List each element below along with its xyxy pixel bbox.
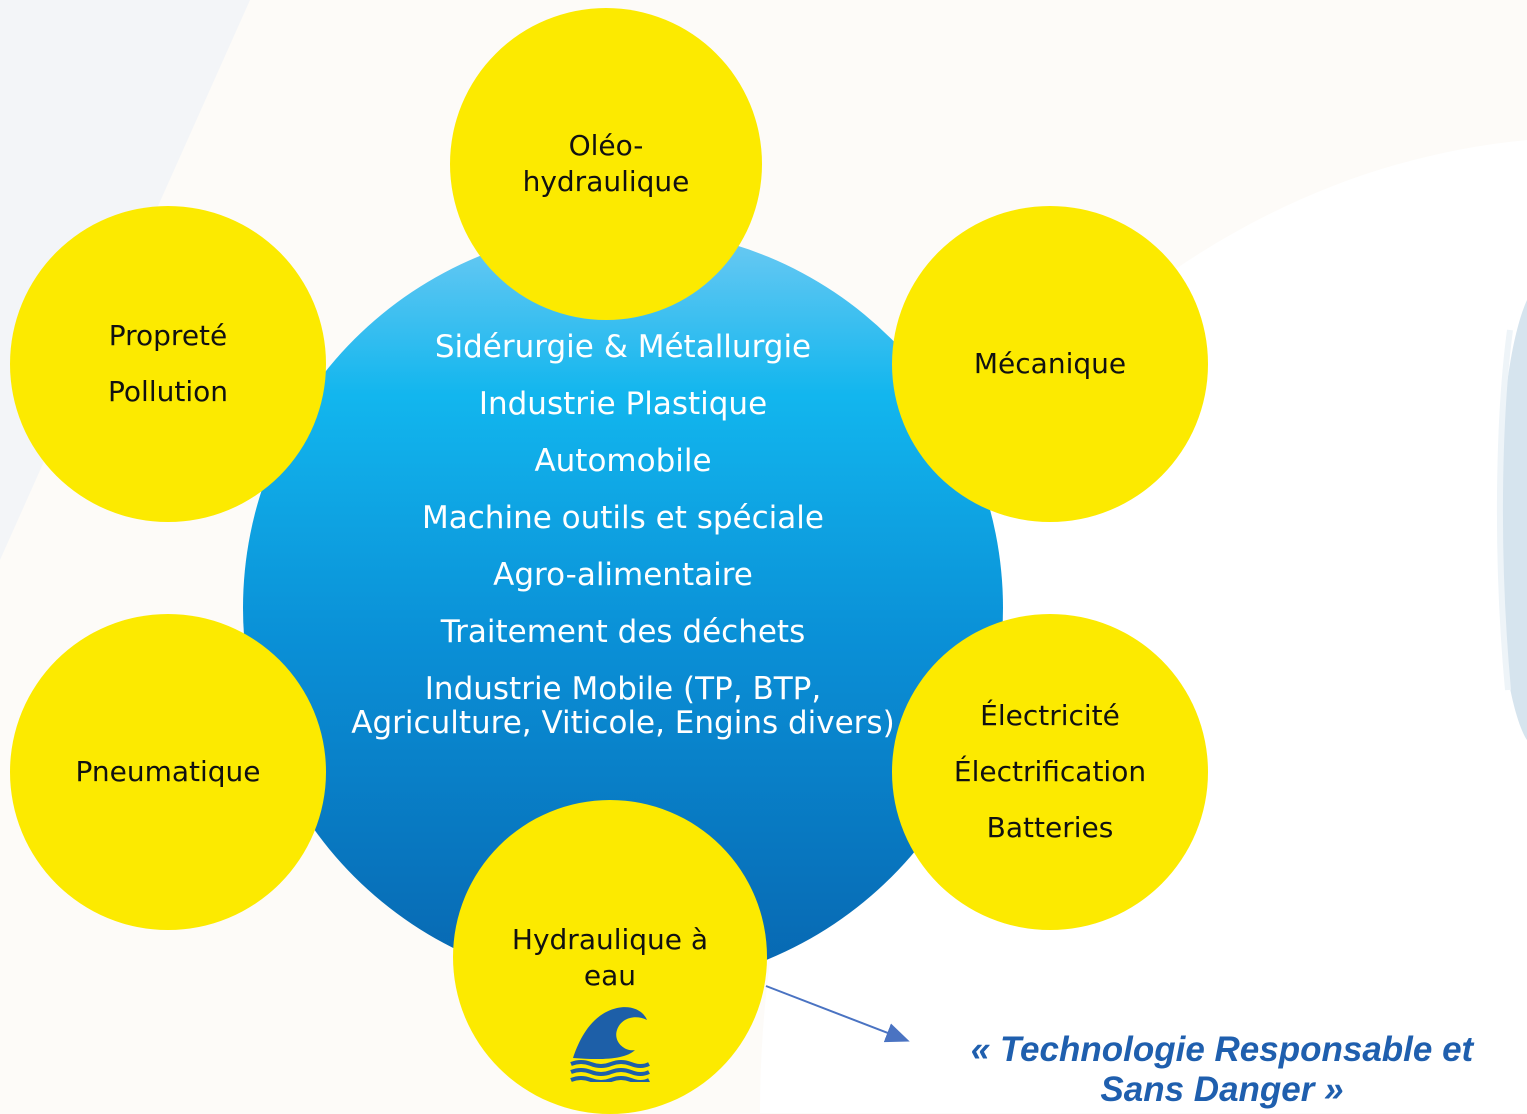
node-proprete-pollution: Propreté Pollution bbox=[10, 206, 326, 522]
node-label: Électrification bbox=[953, 755, 1147, 788]
node-label: Électricité bbox=[980, 699, 1120, 732]
sector-item: Industrie Plastique bbox=[478, 386, 768, 422]
node-label: Pneumatique bbox=[75, 755, 261, 788]
tagline: « Technologie Responsable et Sans Danger… bbox=[918, 1030, 1526, 1110]
node-label: Oléo- bbox=[568, 129, 644, 162]
node-label: Propreté bbox=[108, 319, 228, 352]
sector-item: Industrie Mobile (TP, BTP, Agriculture, … bbox=[351, 671, 895, 741]
node-label: Hydraulique à bbox=[511, 923, 709, 956]
node-label: Pollution bbox=[108, 375, 228, 408]
sector-item: Automobile bbox=[534, 443, 712, 479]
water-wave-icon bbox=[570, 1007, 650, 1082]
sector-item: Machine outils et spéciale bbox=[422, 500, 824, 536]
node-electricite: Électricité Électrification Batteries bbox=[892, 614, 1208, 930]
node-pneumatique: Pneumatique bbox=[10, 614, 326, 930]
sector-list: Sidérurgie & Métallurgie Industrie Plast… bbox=[343, 330, 903, 740]
sector-item: Agro-alimentaire bbox=[493, 557, 753, 593]
node-hydraulique-eau: Hydraulique à eau bbox=[453, 800, 767, 1114]
tagline-line: « Technologie Responsable et bbox=[970, 1030, 1474, 1069]
node-mecanique: Mécanique bbox=[892, 206, 1208, 522]
tagline-line: Sans Danger » bbox=[1100, 1070, 1344, 1109]
node-label: eau bbox=[583, 959, 637, 992]
sector-item: Traitement des déchets bbox=[440, 614, 806, 650]
node-label: Mécanique bbox=[973, 347, 1127, 380]
sector-item: Sidérurgie & Métallurgie bbox=[434, 329, 812, 365]
node-label: hydraulique bbox=[522, 165, 690, 198]
node-oleo-hydraulique: Oléo- hydraulique bbox=[450, 8, 762, 320]
node-label: Batteries bbox=[986, 811, 1114, 844]
